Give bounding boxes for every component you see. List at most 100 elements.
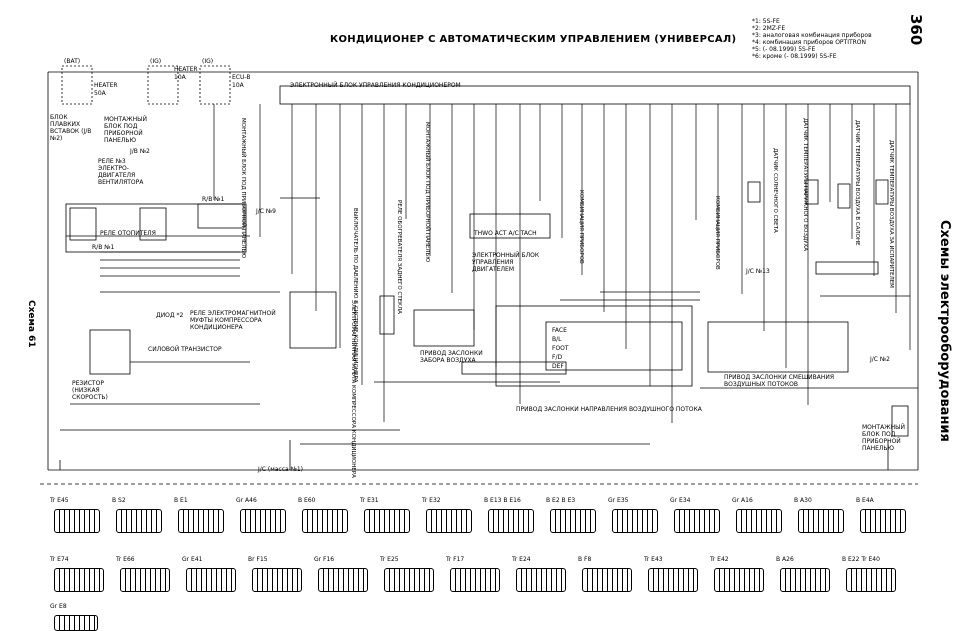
connector-label: B E60 bbox=[298, 497, 316, 504]
ecu-pins: THWO ACT A/C TACH bbox=[474, 230, 537, 237]
ecu-engine-label: ЭЛЕКТРОННЫЙ БЛОК УПРАВЛЕНИЯ ДВИГАТЕЛЕМ bbox=[472, 252, 540, 273]
mode-face: FACE bbox=[552, 327, 567, 334]
diode-label: ДИОД *2 bbox=[156, 312, 184, 319]
connector-label: Tr E42 bbox=[710, 556, 729, 563]
vertical-label: КОМБИНАЦИЯ ПРИБОРОВ bbox=[714, 196, 720, 270]
connector-icon bbox=[318, 568, 368, 592]
vertical-label: ДАТЧИК СОЛНЕЧНОГО СВЕТА bbox=[772, 148, 778, 233]
jc9-label: J/C №9 bbox=[256, 208, 276, 215]
ecu-ac-label: ЭЛЕКТРОННЫЙ БЛОК УПРАВЛЕНИЯ КОНДИЦИОНЕРО… bbox=[290, 82, 461, 89]
connector-label: Tr E31 bbox=[360, 497, 379, 504]
connector-label: B E13 B E16 bbox=[484, 497, 521, 504]
connector-icon bbox=[860, 509, 906, 533]
fuse-amp: 50A bbox=[94, 90, 106, 97]
connector-icon bbox=[714, 568, 764, 592]
connector-label: Gr E8 bbox=[50, 603, 67, 610]
connector-label: Tr E25 bbox=[380, 556, 399, 563]
connector-icon bbox=[798, 509, 844, 533]
connector-icon bbox=[780, 568, 830, 592]
connector-icon bbox=[516, 568, 566, 592]
jc13-label: J/C №13 bbox=[746, 268, 770, 275]
mode-labels: FACE B/L FOOT F/D DEF bbox=[552, 326, 569, 371]
connector-icon bbox=[846, 568, 896, 592]
connector-icon bbox=[648, 568, 698, 592]
connector-label: Gr E35 bbox=[608, 497, 629, 504]
jb2-label: J/B №2 bbox=[130, 148, 150, 155]
connector-icon bbox=[488, 509, 534, 533]
mount-block-label: МОНТАЖНЫЙ БЛОК ПОД ПРИБОРНОЙ ПАНЕЛЬЮ bbox=[104, 116, 147, 144]
connector-icon bbox=[364, 509, 410, 533]
connector-label: Tr E66 bbox=[116, 556, 135, 563]
note: *1: 5S-FE bbox=[752, 18, 780, 25]
connector-icon bbox=[54, 568, 104, 592]
connector-label: Gr E34 bbox=[670, 497, 691, 504]
connector-label: Gr A46 bbox=[236, 497, 257, 504]
mount-block-2-label: МОНТАЖНЫЙ БЛОК ПОД ПРИБОРНОЙ ПАНЕЛЬЮ bbox=[862, 424, 905, 452]
vertical-label: ДАТЧИК ТЕМПЕРАТУРЫ ВОЗДУХА В САЛОНЕ bbox=[854, 120, 860, 246]
connector-label: Tr E43 bbox=[644, 556, 663, 563]
heater-relay-label: РЕЛЕ ОТОПИТЕЛЯ bbox=[100, 230, 156, 237]
air-flow-label: ПРИВОД ЗАСЛОНКИ НАПРАВЛЕНИЯ ВОЗДУШНОГО П… bbox=[516, 406, 702, 413]
air-intake-label: ПРИВОД ЗАСЛОНКИ ЗАБОРА ВОЗДУХА bbox=[420, 350, 483, 364]
connector-label: B E22 Tr E40 bbox=[842, 556, 880, 563]
note: *4: комбинация приборов OPTITRON bbox=[752, 39, 867, 46]
mode-def: DEF bbox=[552, 363, 564, 370]
connector-label: B F8 bbox=[578, 556, 592, 563]
connector-icon bbox=[120, 568, 170, 592]
fuse-amp: 10A bbox=[174, 74, 186, 81]
note: *6: кроме (- 08.1999) 5S-FE bbox=[752, 53, 837, 60]
connector-label: Gr A16 bbox=[732, 497, 753, 504]
connector-label: Tr E74 bbox=[50, 556, 69, 563]
connector-icon bbox=[384, 568, 434, 592]
mode-fd: F/D bbox=[552, 354, 563, 361]
connector-label: B A26 bbox=[776, 556, 794, 563]
resistor-label: РЕЗИСТОР (НИЗКАЯ СКОРОСТЬ) bbox=[72, 380, 108, 401]
fuse-name: ECU-B bbox=[232, 74, 251, 81]
connector-icon bbox=[186, 568, 236, 592]
fuse-bat-label: (IG) bbox=[202, 58, 214, 65]
connector-icon bbox=[550, 509, 596, 533]
connector-icon bbox=[736, 509, 782, 533]
rb1-label: R/B №1 bbox=[202, 196, 225, 203]
connector-label: B A30 bbox=[794, 497, 812, 504]
connector-icon bbox=[302, 509, 348, 533]
vertical-label: ЭЛЕКТРОМАГНИТНАЯ МУФТА КОМПРЕССОРА КОНДИ… bbox=[350, 300, 356, 478]
mode-foot: FOOT bbox=[552, 345, 569, 352]
connector-label: Tr E24 bbox=[512, 556, 531, 563]
power-transistor-label: СИЛОВОЙ ТРАНЗИСТОР bbox=[148, 346, 222, 353]
note: *2: 2MZ-FE bbox=[752, 25, 786, 32]
connector-icon bbox=[612, 509, 658, 533]
footnotes: *1: 5S-FE *2: 2MZ-FE *3: аналоговая комб… bbox=[752, 18, 872, 60]
jc-mass-label: J/C (масса №1) bbox=[258, 466, 304, 473]
connector-icon bbox=[582, 568, 632, 592]
connector-icon bbox=[426, 509, 472, 533]
fuse-block-label: БЛОК ПЛАВКИХ ВСТАВОК (J/B №2) bbox=[50, 114, 92, 142]
air-mix-label: ПРИВОД ЗАСЛОНКИ СМЕШИВАНИЯ ВОЗДУШНЫХ ПОТ… bbox=[724, 374, 835, 388]
connector-label: Gr E41 bbox=[182, 556, 203, 563]
connector-label: B E4A bbox=[856, 497, 874, 504]
vertical-label: МОНТАЖНЫЙ БЛОК ПОД ПРИБОРНОЙ ПАНЕЛЬЮ bbox=[240, 118, 246, 259]
connector-icon bbox=[116, 509, 162, 533]
connector-icon bbox=[450, 568, 500, 592]
jc2-label: J/C №2 bbox=[870, 356, 890, 363]
fuse-name: HEATER bbox=[174, 66, 198, 73]
fuse-amp: 10A bbox=[232, 82, 244, 89]
note: *5: (- 08.1999) 5S-FE bbox=[752, 46, 816, 53]
connector-icon bbox=[674, 509, 720, 533]
connector-label: Br F15 bbox=[248, 556, 268, 563]
connector-label: B S2 bbox=[112, 497, 126, 504]
clutch-relay-label: РЕЛЕ ЭЛЕКТРОМАГНИТНОЙ МУФТЫ КОМПРЕССОРА … bbox=[190, 310, 276, 331]
rb-label: R/B №1 bbox=[92, 244, 115, 251]
connector-label: Tr E32 bbox=[422, 497, 441, 504]
connector-icon bbox=[54, 509, 100, 533]
vertical-label: ДАТЧИК ТЕМПЕРАТУРЫ НАРУЖНОГО ВОЗДУХА bbox=[802, 118, 808, 252]
connector-label: B E2 B E3 bbox=[546, 497, 576, 504]
vertical-label: ДАТЧИК ТЕМПЕРАТУРЫ ВОЗДУХА ЗА ИСПАРИТЕЛЕ… bbox=[888, 140, 894, 288]
fuse-bat-label: (BAT) bbox=[64, 58, 81, 65]
mode-bl: B/L bbox=[552, 336, 562, 343]
vertical-label: КОМБИНАЦИЯ ПРИБОРОВ bbox=[578, 190, 584, 264]
vertical-label: РЕЛЕ ОБОГРЕВАТЕЛЯ ЗАДНЕГО СТЕКЛА bbox=[396, 200, 402, 314]
connector-icon bbox=[252, 568, 302, 592]
connector-icon bbox=[178, 509, 224, 533]
